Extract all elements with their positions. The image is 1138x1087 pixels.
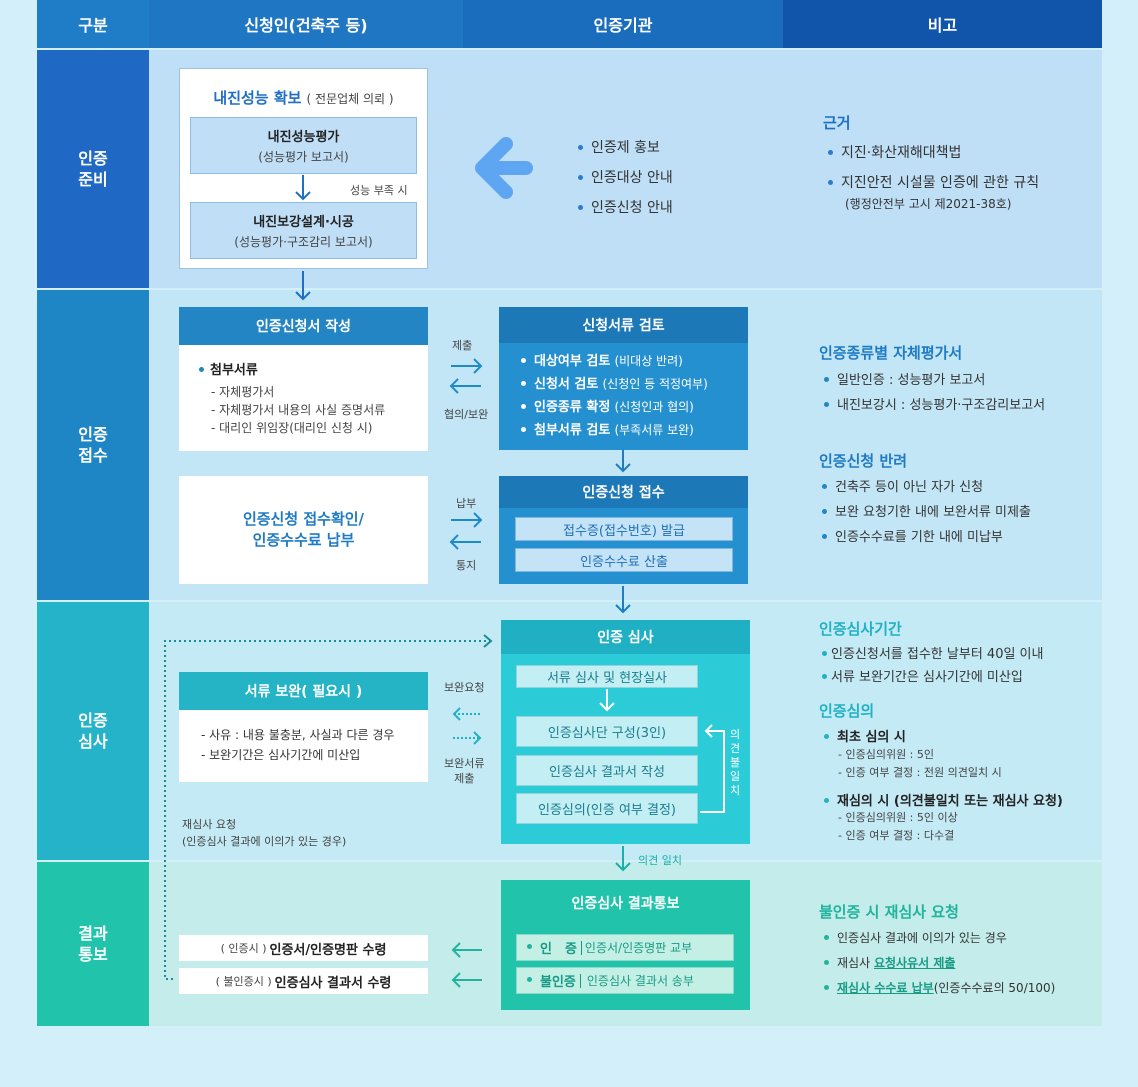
list-item: 첨부서류 검토 (부족서류 보완) — [521, 419, 708, 442]
accept-title: 인증신청 접수 — [499, 476, 748, 508]
receipt-note1-list: 일반인증 : 성능평가 보고서 내진보강시 : 성능평가·구조감리보고서 — [824, 368, 1045, 418]
consult-label: 협의/보완 — [444, 408, 489, 421]
receipt-note2-title: 인증신청 반려 — [819, 452, 908, 470]
list-item: 인증수수료를 기한 내에 미납부 — [822, 525, 1031, 550]
agree-label: 의견 일치 — [638, 854, 682, 867]
exchange-arrow-icon — [449, 358, 483, 550]
down-arrow-icon — [615, 846, 631, 872]
list-item: 인증심사 결과에 이의가 있는 경우 — [824, 926, 1055, 951]
review-title: 인증 심사 — [501, 620, 750, 654]
list-item: 보완 요청기한 내에 보완서류 미제출 — [822, 500, 1031, 525]
re-review-title: 재심의 시 (의견불일치 또는 재심사 요청) — [824, 790, 1063, 809]
seismic-performance-title: 내진성능 확보 ( 전문업체 의뢰 ) — [213, 89, 394, 107]
prep-note-list: 지진·화산재해대책법 지진안전 시설물 인증에 관한 규칙 — [828, 138, 1039, 198]
list-item: 일반인증 : 성능평가 보고서 — [824, 368, 1045, 393]
dotted-arrow-icon — [452, 707, 482, 745]
accept-item: 인증수수료 산출 — [515, 548, 733, 572]
supplement-body: - 사유 : 내용 불충분, 사실과 다른 경우 - 보완기간은 심사기간에 미… — [179, 710, 428, 782]
rereview-label: 재심사 요청(인증심사 결과에 이의가 있는 경우) — [182, 818, 347, 848]
rereview-path — [164, 634, 493, 980]
list-item: 인증제 홍보 — [578, 133, 673, 163]
review-step: 인증심의(인증 여부 결정) — [516, 793, 698, 824]
doc-review-body: 대상여부 검토 (비대상 반려) 신청서 검토 (신청인 등 적정여부) 인증종… — [499, 343, 748, 450]
left-arrow-icon — [451, 942, 482, 988]
loop-arrow-icon — [700, 724, 725, 813]
list-item: 대상여부 검토 (비대상 반려) — [521, 350, 708, 373]
list-item: 인증종류 확정 (신청인과 협의) — [521, 396, 708, 419]
receipt-note2-list: 건축주 등이 아닌 자가 신청 보완 요청기한 내에 보완서류 미제출 인증수수… — [822, 475, 1031, 550]
down-arrow-icon — [599, 689, 615, 712]
result-note-title: 불인증 시 재심사 요청 — [819, 903, 959, 921]
pay-label: 납부 — [456, 497, 477, 510]
first-review-title: 최초 심의 시 — [824, 726, 906, 745]
first-review-items: - 인증심의위원 : 5인- 인증 여부 결정 : 전원 의견일치 시 — [838, 748, 1002, 779]
prep-note-sub: (행정안전부 고시 제2021-38호) — [845, 197, 1012, 211]
prep-agency-list: 인증제 홍보 인증대상 안내 인증신청 안내 — [578, 133, 673, 223]
big-left-arrow-icon — [475, 137, 533, 199]
result-fail-row: 불인증 인증심사 결과서 송부 — [516, 967, 734, 994]
header-col-applicant: 신청인(건축주 등) — [149, 0, 463, 48]
receive-cert-box: ( 인증시 ) 인증서/인증명판 수령 — [179, 935, 428, 961]
result-note-list: 인증심사 결과에 이의가 있는 경우 재심사 요청사유서 제출 재심사 수수료 … — [824, 926, 1055, 1001]
list-item: 인증대상 안내 — [578, 163, 673, 193]
receive-result-box: ( 불인증시 ) 인증심사 결과서 수령 — [179, 968, 428, 994]
review-note1-list: 인증신청서를 접수한 날부터 40일 이내 서류 보완기간은 심사기간에 미산입 — [822, 643, 1043, 689]
list-item: 서류 보완기간은 심사기간에 미산입 — [822, 666, 1043, 689]
review-step: 인증심사 결과서 작성 — [516, 755, 698, 786]
list-item: 재심사 수수료 납부(인증수수료의 50/100) — [824, 976, 1055, 1001]
list-item: 재심사 요청사유서 제출 — [824, 951, 1055, 976]
accept-item: 접수증(접수번호) 발급 — [515, 517, 733, 541]
review-note2-title: 인증심의 — [819, 702, 875, 720]
result-pass-row: 인 증 인증서/인증명판 교부 — [516, 934, 734, 961]
disagree-label: 의견 불일치 — [729, 728, 741, 797]
header-col-agency: 인증기관 — [463, 0, 783, 48]
review-step: 인증심사단 구성(3인) — [516, 716, 698, 747]
receipt-note1-title: 인증종류별 자체평가서 — [819, 344, 963, 362]
list-item: 인증신청 안내 — [578, 193, 673, 223]
list-item: 건축주 등이 아닌 자가 신청 — [822, 475, 1031, 500]
confirm-box: 인증신청 접수확인/ 인증수수료 납부 — [179, 476, 428, 584]
down-arrow-icon — [615, 450, 631, 614]
re-review-items: - 인증심의위원 : 5인 이상- 인증 여부 결정 : 다수결 — [838, 811, 958, 842]
result-title: 인증심사 결과통보 — [501, 880, 750, 926]
seismic-eval-box: 내진성능평가 (성능평가 보고서) — [190, 117, 417, 174]
request-supplement-label: 보완요청 — [444, 681, 485, 694]
header-col-note: 비고 — [783, 0, 1102, 48]
submit-label: 제출 — [452, 339, 473, 352]
header-col-category: 구분 — [37, 0, 149, 48]
prep-note-title: 근거 — [823, 114, 851, 132]
review-step: 서류 심사 및 현장실사 — [516, 665, 698, 688]
list-item: 지진·화산재해대책법 — [828, 138, 1039, 168]
application-body: 첨부서류 - 자체평가서 - 자체평가서 내용의 사실 증명서류 - 대리인 위… — [179, 345, 428, 451]
supplement-title: 서류 보완( 필요시 ) — [179, 672, 428, 710]
down-arrow-icon — [295, 175, 311, 301]
application-title: 인증신청서 작성 — [179, 307, 428, 345]
list-item: 내진보강시 : 성능평가·구조감리보고서 — [824, 393, 1045, 418]
shortage-label: 성능 부족 시 — [350, 184, 408, 197]
list-item: 인증신청서를 접수한 날부터 40일 이내 — [822, 643, 1043, 666]
list-item: 지진안전 시설물 인증에 관한 규칙 — [828, 168, 1039, 198]
notify-label: 통지 — [456, 559, 477, 572]
review-note1-title: 인증심사기간 — [819, 620, 902, 638]
seismic-design-box: 내진보강설계·시공 (성능평가·구조감리 보고서) — [190, 202, 417, 259]
doc-review-title: 신청서류 검토 — [499, 307, 748, 343]
list-item: 신청서 검토 (신청인 등 적정여부) — [521, 373, 708, 396]
